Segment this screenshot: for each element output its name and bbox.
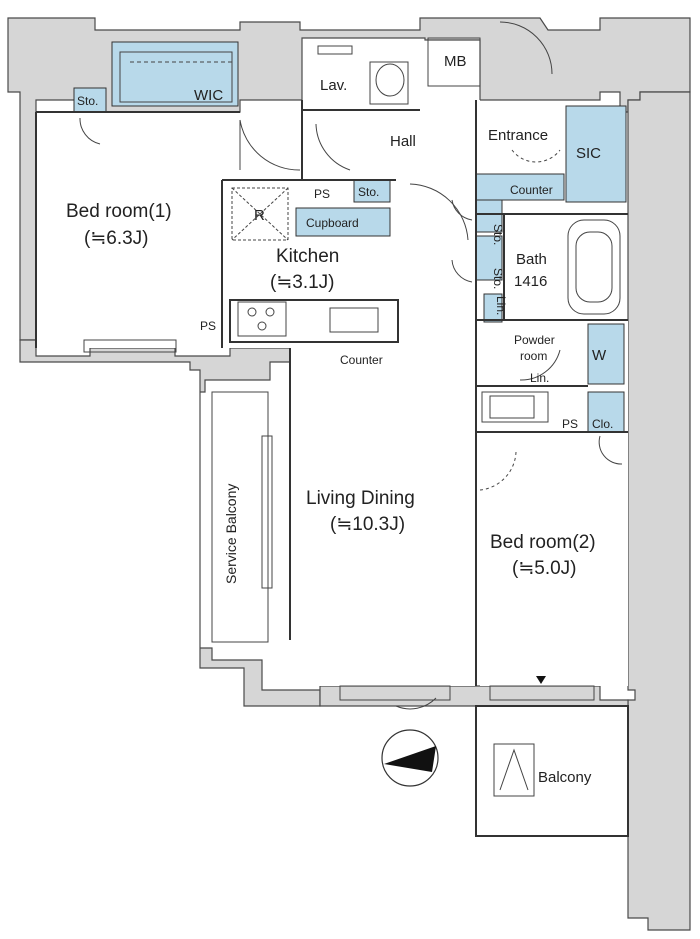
bedroom1-name: Bed room(1) [66, 201, 172, 222]
sto-bedroom1 [73, 87, 107, 113]
door-swings [79, 21, 623, 710]
detail-lines [83, 37, 621, 797]
lin-label-powder: Lin. [530, 371, 549, 385]
lin-label-bath: Lin. [494, 296, 508, 315]
ps-label-kitchen: PS [314, 187, 330, 201]
powder-line2: room [520, 349, 547, 363]
mb-label: MB [444, 53, 467, 70]
powder-line1: Powder [514, 333, 555, 347]
cupboard-label: Cupboard [306, 216, 359, 230]
w-storage [587, 323, 625, 385]
storage-areas [73, 41, 627, 433]
sto-label-hall: Sto. [358, 185, 379, 199]
north-arrow-icon [381, 729, 439, 787]
ps-label-bedroom1: PS [200, 319, 216, 333]
bedroom2-size: (≒5.0J) [512, 558, 577, 579]
kitchen-size: (≒3.1J) [270, 272, 335, 293]
kitchen-name: Kitchen [276, 246, 339, 267]
sto-bath-2 [475, 235, 503, 281]
wic-label: WIC [194, 87, 223, 104]
entrance-counter-label: Counter [510, 183, 553, 197]
bedroom1-size: (≒6.3J) [84, 228, 149, 249]
service-balcony-label: Service Balcony [223, 484, 239, 584]
lav-label: Lav. [320, 77, 347, 94]
bath-size: 1416 [514, 273, 547, 290]
sic-storage [565, 105, 627, 203]
window-marker-icon [536, 676, 546, 684]
clo-storage [587, 391, 625, 433]
wic-storage [111, 41, 239, 107]
w-label: W [592, 347, 607, 364]
entrance-label: Entrance [488, 127, 548, 144]
bedroom2-name: Bed room(2) [490, 532, 596, 553]
interior-walls [35, 100, 629, 837]
living-name: Living Dining [306, 488, 415, 509]
ps-label-powder: PS [562, 417, 578, 431]
balcony-label: Balcony [538, 769, 592, 786]
sto-label-bedroom1: Sto. [77, 94, 98, 108]
clo-label: Clo. [592, 417, 613, 431]
sic-label: SIC [576, 145, 601, 162]
living-size: (≒10.3J) [330, 514, 405, 535]
bath-name: Bath [516, 251, 547, 268]
hall-label: Hall [390, 133, 416, 150]
fridge-label: R [254, 207, 265, 224]
kitchen-counter-label: Counter [340, 353, 383, 367]
counter-entrance [475, 173, 565, 201]
sto-label-bath-2: Sto. [491, 268, 505, 289]
sto-label-bath-1: Sto. [491, 224, 505, 245]
cupboard-storage [295, 207, 391, 237]
lin-bath [483, 293, 503, 323]
